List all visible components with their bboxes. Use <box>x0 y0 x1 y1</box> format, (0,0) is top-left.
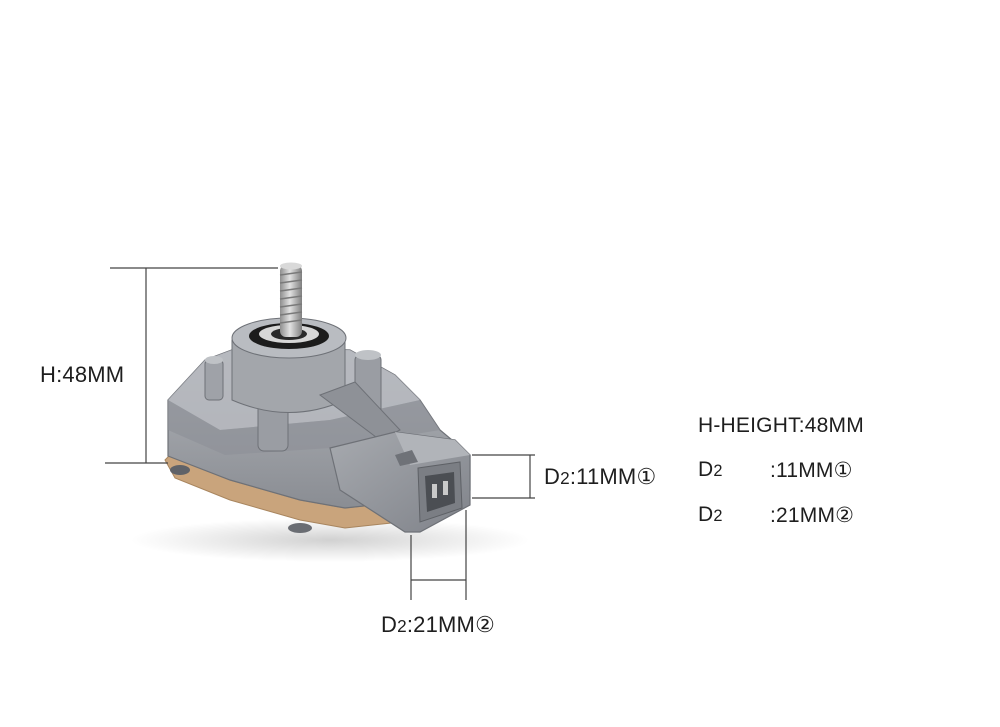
threaded-bolt <box>280 265 302 337</box>
d2-large-annotation-label: D2:21MM② <box>381 612 495 638</box>
d2-large-sub: 2 <box>397 616 407 636</box>
spec-row-d2-large: D2 :21MM② <box>698 503 854 527</box>
spec-row-sub: 2 <box>713 462 723 480</box>
d2-small-rest: :11MM① <box>569 464 657 489</box>
spec-row-value: :11MM① <box>770 459 853 482</box>
spec-height: H-HEIGHT:48MM <box>698 414 864 437</box>
spec-row-prefix: D <box>698 458 714 481</box>
spec-row-sub: 2 <box>713 507 723 525</box>
height-annotation-label: H:48MM <box>40 362 125 387</box>
d2-large-prefix: D <box>381 612 398 637</box>
spec-row-value: :21MM② <box>770 504 855 527</box>
d2-small-annotation-label: D2:11MM① <box>544 464 656 490</box>
d2-small-prefix: D <box>544 464 561 489</box>
ground-shadow <box>130 518 530 562</box>
spec-row-prefix: D <box>698 503 714 526</box>
d2-large-rest: :21MM② <box>406 612 496 637</box>
d2-small-sub: 2 <box>560 468 570 488</box>
dimension-lines <box>105 267 535 600</box>
spec-row-d2-small: D2 :11MM① <box>698 458 852 482</box>
